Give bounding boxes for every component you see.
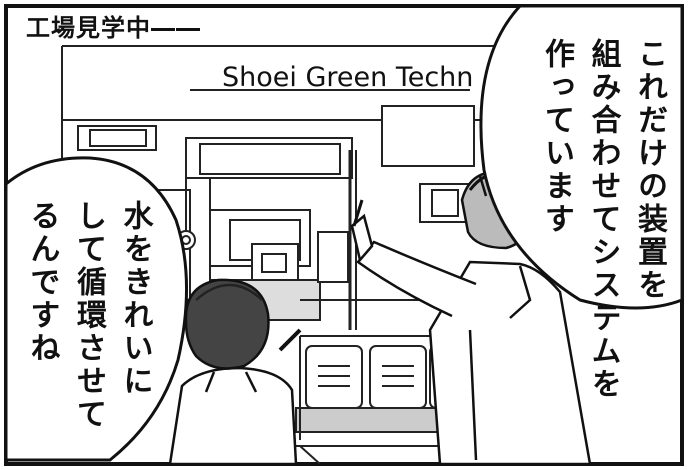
dialogue-right-line3: 作っています: [539, 38, 574, 236]
dialogue-left-line2: して循環させて: [71, 200, 106, 431]
dialogue-left-line1: 水をきれいに: [117, 200, 153, 398]
caption-text: 工場見学中――: [24, 8, 203, 43]
dialogue-left: 水をきれいに して循環させて るんですね: [18, 200, 158, 450]
dialogue-left-line3: るんですね: [24, 200, 60, 365]
dialogue-right-line1: これだけの装置を: [632, 38, 667, 302]
dialogue-right-line2: 組み合わせてシステムを: [585, 38, 621, 401]
dialogue-right: これだけの装置を 組み合わせてシステムを 作っています: [533, 38, 673, 448]
company-sign: Shoei Green Techn: [222, 62, 473, 93]
speech-bubble-right: [479, 4, 684, 310]
speech-bubble-left: [4, 156, 188, 462]
listening-boy: [168, 278, 302, 466]
